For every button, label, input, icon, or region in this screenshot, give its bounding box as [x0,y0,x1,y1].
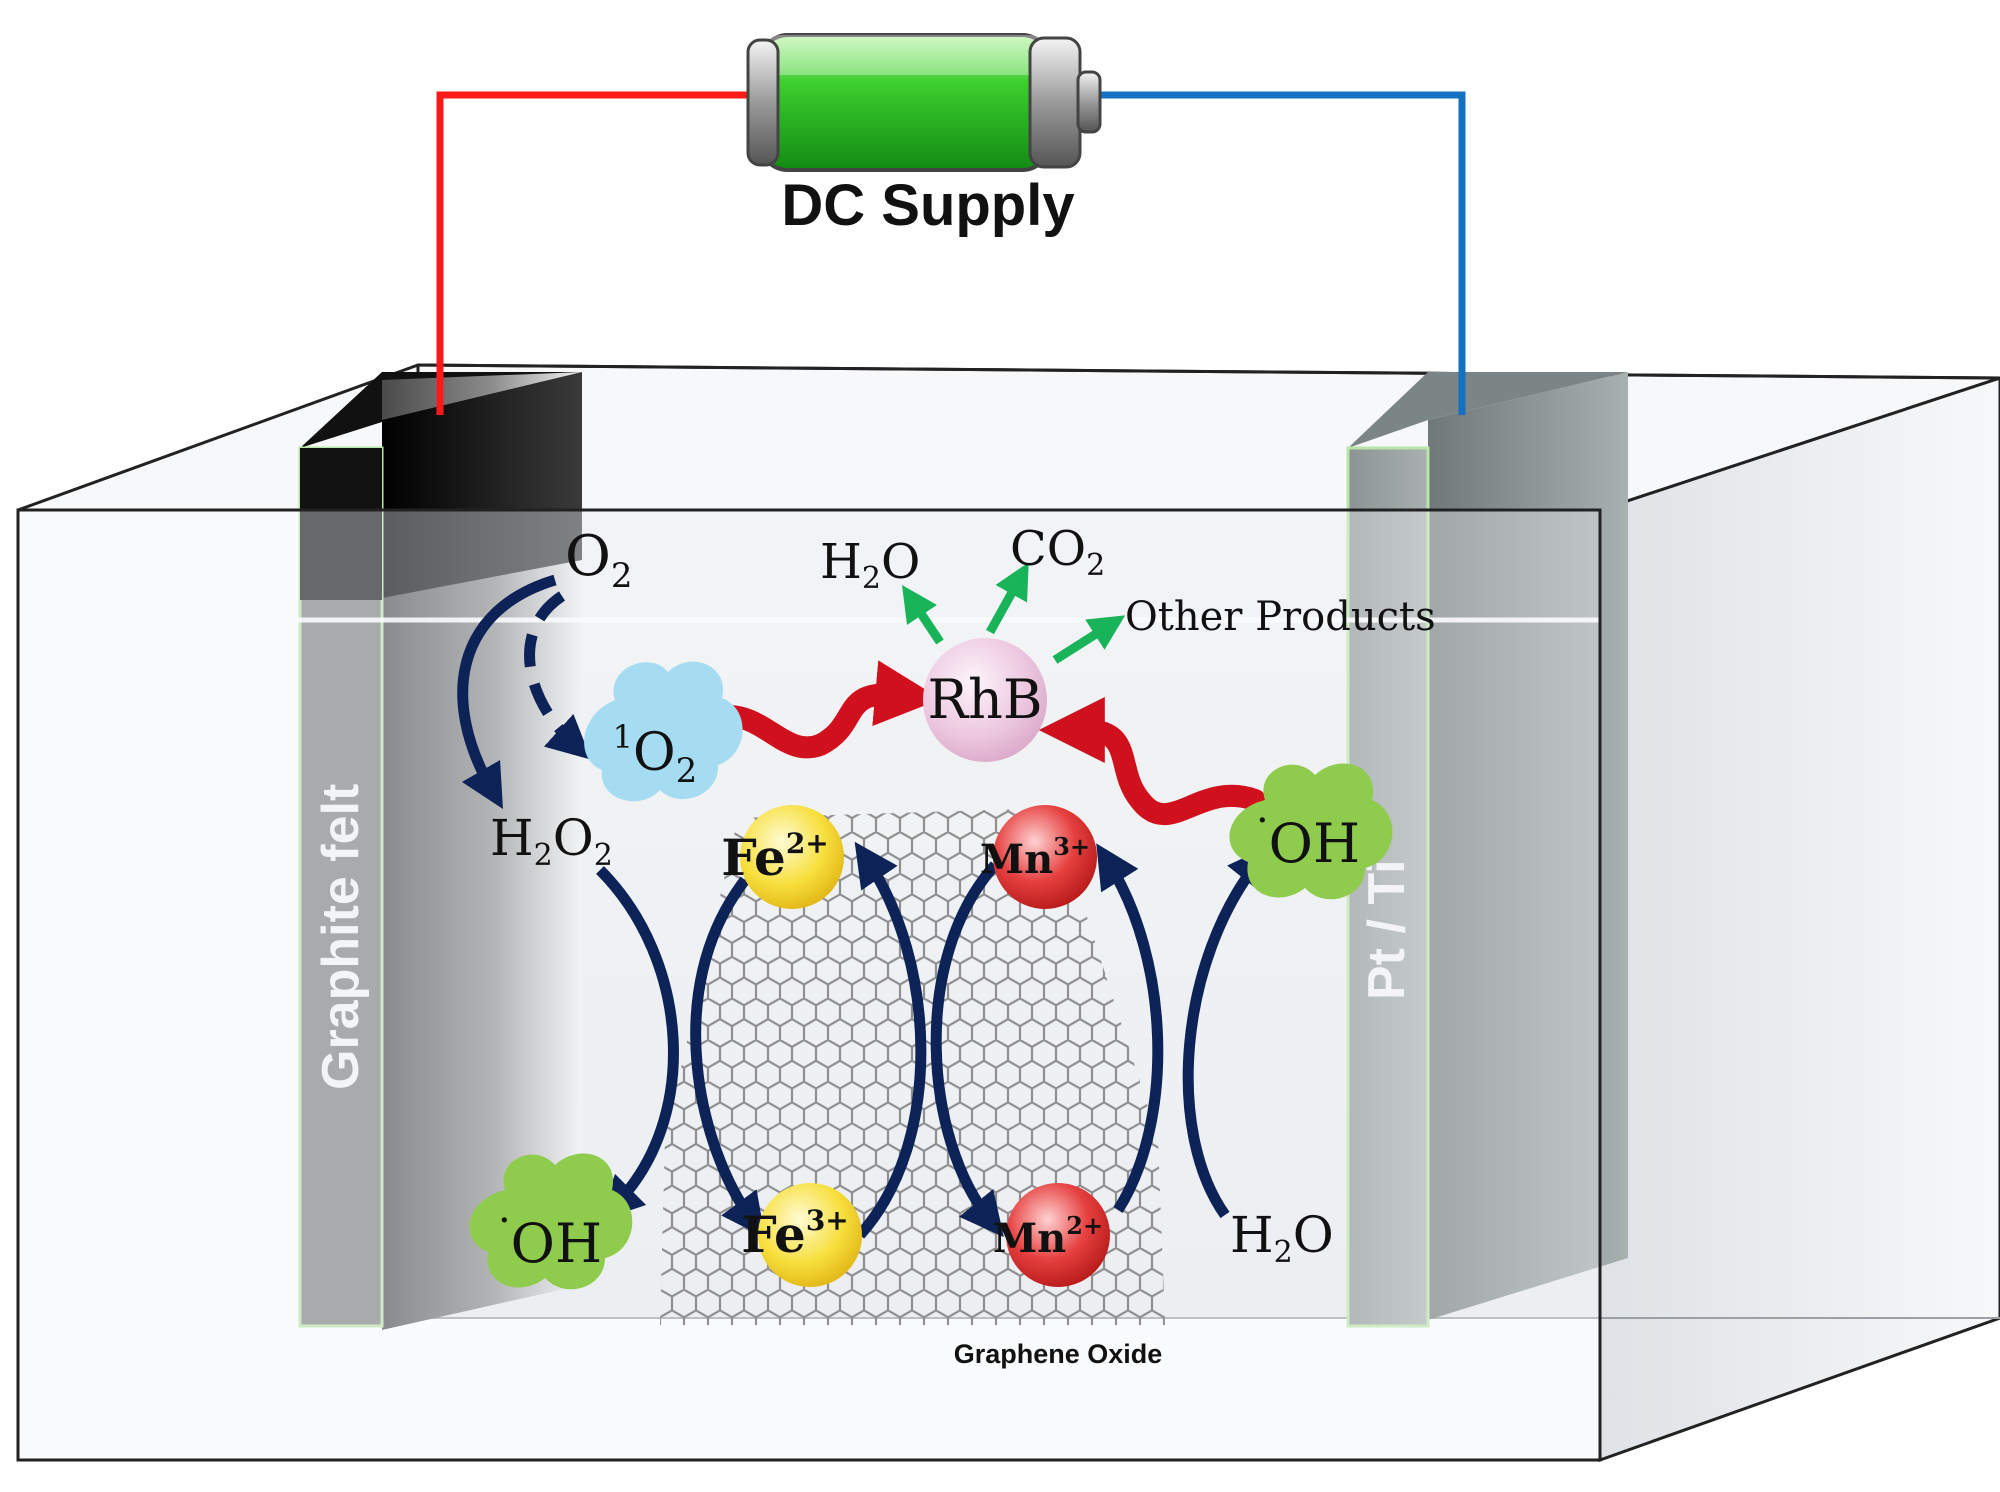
water-input-tail: O [1293,1206,1334,1264]
power-label: DC Supply [781,173,1074,238]
anode-front-face [1346,446,1430,1328]
singlet-sub: 2 [676,751,698,791]
rhb-molecule: RhB [923,638,1047,762]
anode-label: Pt / Ti [1358,859,1416,1000]
arrow-to-other [1052,615,1126,664]
ion-mn3: Mn3+ [980,805,1097,909]
water-input-sub: 2 [1274,1235,1293,1270]
cathode-front-top [300,448,382,600]
product-co2-base: CO [1010,521,1086,577]
cathode-electrode: Graphite felt [298,372,582,1330]
external-circuit: DC Supply [436,33,1466,415]
support-label: Graphene Oxide [954,1339,1163,1369]
rhb-label: RhB [927,668,1042,731]
mn3-sup: 3+ [1053,832,1090,861]
arrow-o2-to-h2o2 [457,574,557,810]
o2-sub: 2 [611,556,633,596]
water-input-label: H2O [1230,1206,1334,1270]
reaction-cycle-arrows [457,574,1272,1239]
ion-fe3: Fe3+ [741,1183,862,1287]
h2o2-label: H2O2 [490,809,613,873]
mn2-sup: 2+ [1066,1211,1103,1240]
arrow-singlet-to-rhb [694,660,942,759]
positive-wire [436,91,760,415]
product-water-base: H [820,534,862,590]
product-co2-label: CO2 [1010,521,1105,583]
product-arrows [902,562,1126,664]
oh-radical-cloud-left: ·OH [469,1153,633,1290]
back-top-edge [417,363,2000,380]
cathode-label: Graphite felt [312,784,370,1090]
fe3-sup: 3+ [806,1204,849,1237]
fe2-sup: 2+ [786,827,829,860]
anode-top [1348,372,1628,448]
arrow-o2-to-singlet [524,591,592,760]
arrow-oh-to-rhb [1038,697,1266,825]
oh-right-base: OH [1269,812,1360,875]
ion-fe2: Fe2+ [721,805,844,909]
cathode-top [300,372,582,448]
anode-back-face [1428,372,1628,1320]
product-water-tail: O [881,534,920,590]
mn3-base: Mn [980,836,1053,883]
arrow-fe3-to-fe2 [854,841,927,1239]
singlet-oxygen-cloud: 1O2 [584,661,743,802]
product-co2-sub: 2 [1086,548,1105,583]
singlet-base: O [633,723,676,783]
o2-base: O [565,524,611,589]
battery-icon [746,33,1102,172]
svg-text:·OH: ·OH [1256,798,1360,875]
degradation-arrows [694,660,1266,825]
arrow-to-co2 [986,562,1029,635]
h2o2-sub1: 2 [534,838,553,873]
product-water-sub: 2 [862,561,881,596]
svg-text:Mn3+: Mn3+ [980,832,1090,883]
arrow-mn3-to-mn2 [930,861,1004,1238]
arrow-h2o2-to-oh [596,866,679,1221]
svg-text:Mn2+: Mn2+ [993,1211,1103,1262]
ion-mn2: Mn2+ [993,1183,1110,1287]
fe3-base: Fe [741,1205,806,1264]
o2-label: O2 [565,524,633,596]
product-water-label: H2O [820,534,920,596]
arrow-mn2-to-mn3 [1096,843,1164,1213]
fe2-base: Fe [721,828,786,887]
singlet-sup: 1 [613,718,633,756]
h2o2-b: O [553,809,594,867]
h2o2-sub2: 2 [594,838,613,873]
arrow-fe2-to-fe3 [690,876,766,1238]
svg-text:·OH: ·OH [498,1198,602,1275]
h2o2-a: H [490,809,534,867]
cathode-back-face [382,372,582,1330]
water-input-base: H [1230,1206,1274,1264]
tank-right-face [1598,376,2000,1463]
svg-text:Fe3+: Fe3+ [741,1204,849,1264]
svg-text:1O2: 1O2 [613,718,698,791]
anode-electrode: Pt / Ti [1346,372,1628,1328]
mn2-base: Mn [993,1215,1066,1262]
arrow-to-water [902,585,944,645]
oh-radical-cloud-right: ·OH [1229,763,1393,900]
svg-text:Fe2+: Fe2+ [721,827,829,887]
negative-wire [1100,91,1466,415]
oh-right-dot: · [1256,798,1269,844]
oh-left-dot: · [498,1198,511,1244]
cathode-top-block [382,372,582,598]
arrow-h2o-to-oh [1182,844,1272,1219]
oh-left-base: OH [511,1212,602,1275]
product-other-label: Other Products [1125,594,1436,640]
